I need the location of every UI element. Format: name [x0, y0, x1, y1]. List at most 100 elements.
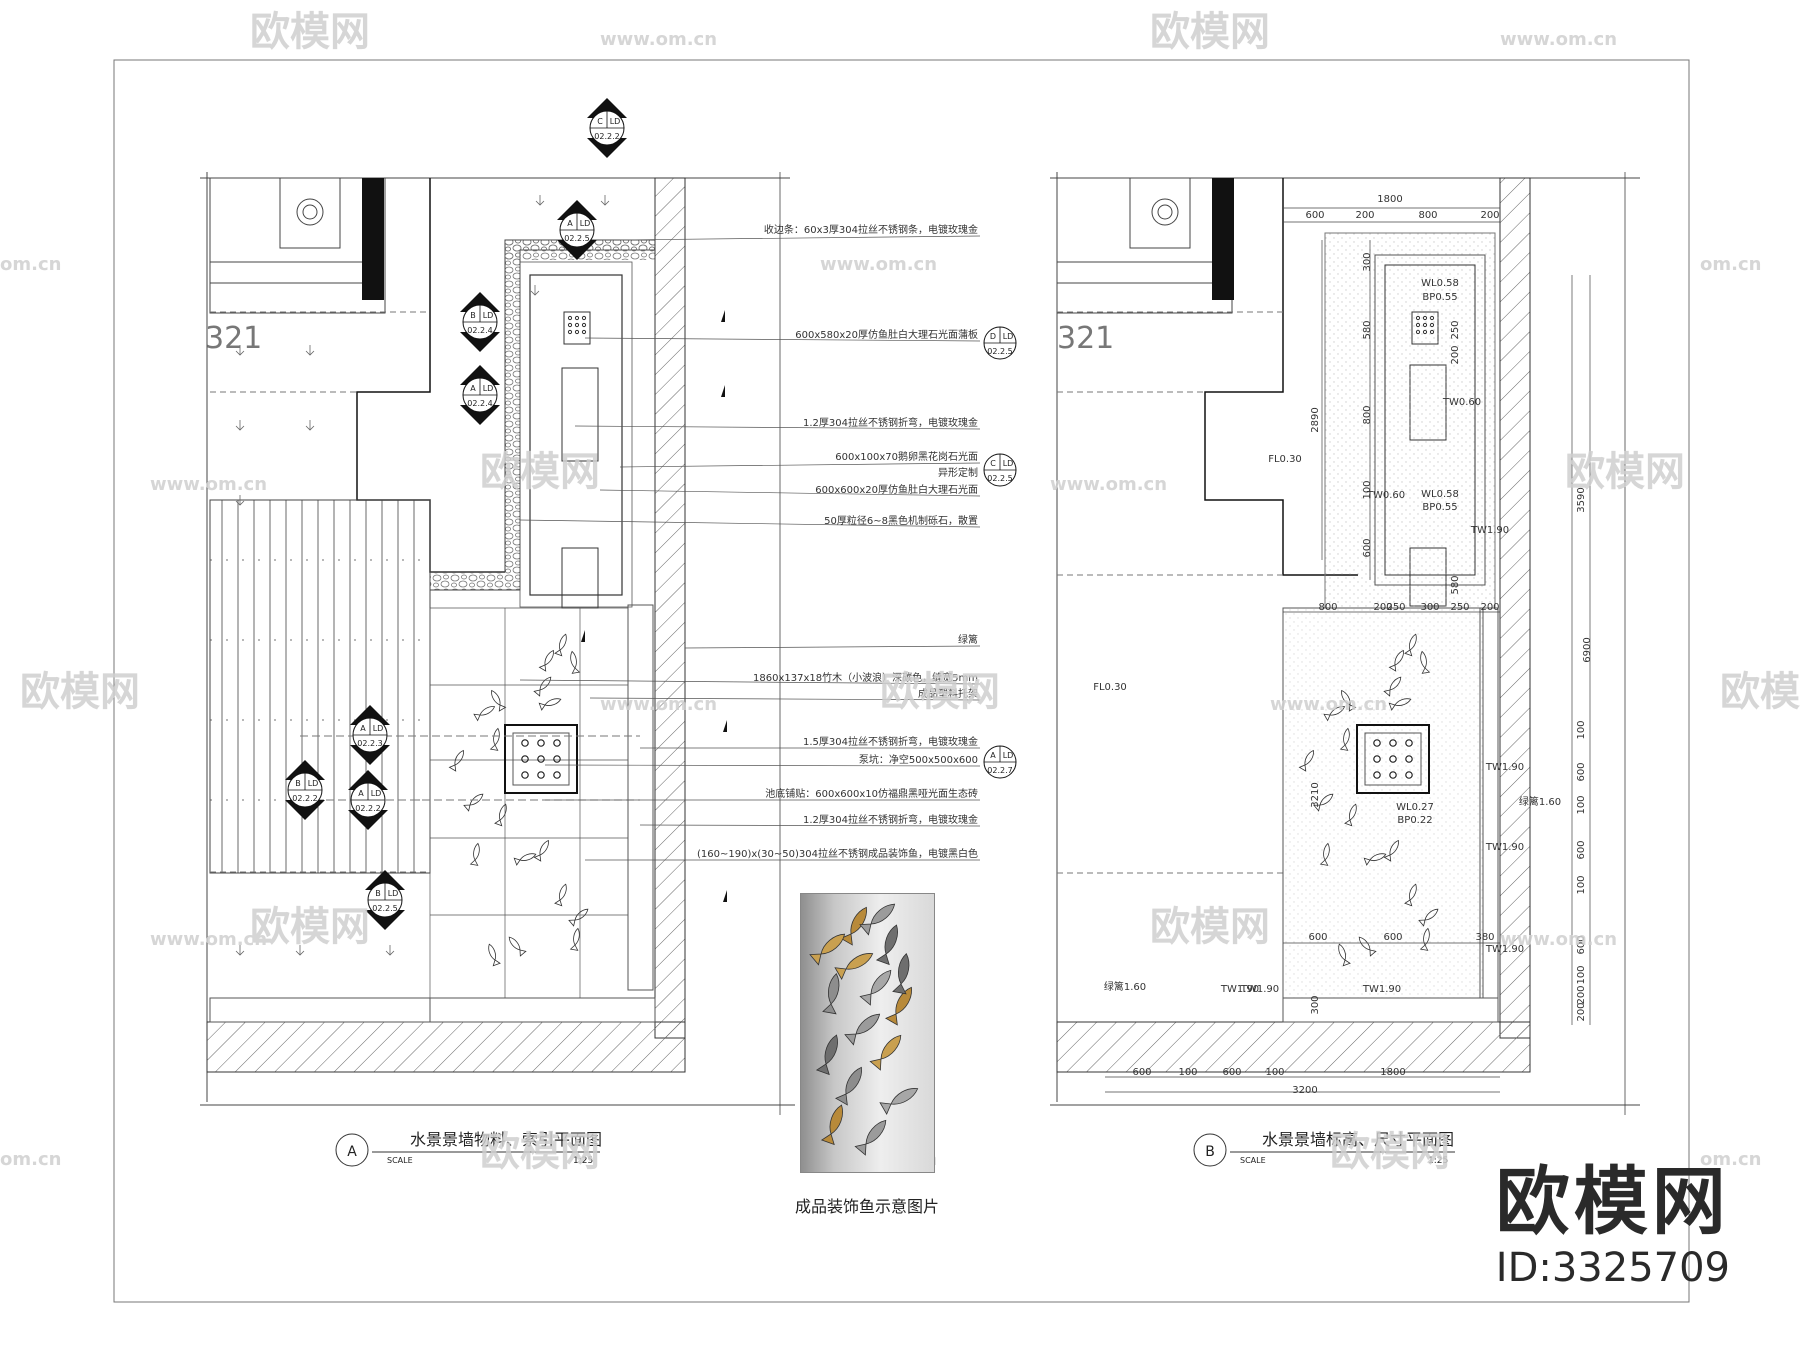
sheet-border	[113, 59, 1690, 1303]
annotation-9: 成品塑料托架	[918, 687, 978, 700]
svg-text:C: C	[990, 459, 996, 468]
svg-text:C: C	[597, 117, 603, 126]
level-2: TW0.60	[1442, 397, 1481, 408]
dim-bottom-1: 100	[1178, 1067, 1197, 1078]
watermark-site-4: www.om.cn	[1050, 474, 1167, 495]
svg-text:LD: LD	[483, 311, 494, 320]
photo-caption: 成品装饰鱼示意图片	[795, 1197, 940, 1216]
dim-top-0: 1800	[1377, 194, 1402, 205]
level-5: BP0.55	[1422, 502, 1457, 513]
watermark-brand-1: 欧模网	[1150, 9, 1270, 55]
dim-bottom-0: 600	[1132, 1067, 1151, 1078]
brand-name: 欧模网	[1495, 1159, 1730, 1245]
watermark-site-0: www.om.cn	[600, 29, 717, 50]
dim-mid-0: 800	[1318, 602, 1337, 613]
svg-text:D: D	[990, 332, 996, 341]
dim-mid-1: 200	[1373, 602, 1392, 613]
watermark-site-6: www.om.cn	[1500, 929, 1617, 950]
annotation-5: 600x600x20厚仿鱼肚白大理石光面	[815, 483, 978, 496]
svg-text:02.2.5: 02.2.5	[372, 904, 397, 913]
svg-text:B: B	[375, 889, 381, 898]
level-15: TW1.90	[1220, 984, 1259, 995]
dim-right-3: 600	[1576, 762, 1587, 781]
annotation-ref-0[interactable]: D LD 02.2.5	[983, 326, 1017, 360]
annotation-12: 池底铺贴：600x600x10仿福鼎黑哑光面生态砖	[765, 787, 978, 800]
dim-right-5: 600	[1576, 840, 1587, 859]
watermark-site-7: www.om.cn	[600, 694, 717, 715]
dim-vert-6: 600	[1362, 538, 1373, 557]
svg-text:LD: LD	[1003, 332, 1014, 341]
level-10: TW1.90	[1485, 762, 1524, 773]
svg-text:A: A	[358, 789, 364, 798]
dim-bottom-row-1: 600	[1383, 932, 1402, 943]
svg-text:LD: LD	[483, 384, 494, 393]
dim-right-2: 100	[1576, 720, 1587, 739]
dim-vert-8: 2890	[1310, 407, 1321, 432]
svg-text:B: B	[295, 779, 301, 788]
svg-text:02.2.5: 02.2.5	[564, 234, 589, 243]
dim-right-9: 200	[1576, 985, 1587, 1004]
level-14: TW1.90	[1240, 984, 1279, 995]
svg-text:02.2.5: 02.2.5	[987, 347, 1012, 356]
annotation-6: 50厚粒径6~8黑色机制砾石，散置	[824, 514, 978, 527]
section-callout-2[interactable]: B LD 02.2.4	[460, 292, 500, 352]
level-18: TW0.60	[1366, 490, 1405, 501]
svg-text:LD: LD	[1003, 459, 1014, 468]
svg-text:B: B	[470, 311, 476, 320]
dim-vert-3: 800	[1362, 405, 1373, 424]
dim-right-6: 100	[1576, 875, 1587, 894]
plan-a-badge: A	[347, 1144, 357, 1160]
dim-right-10: 200	[1576, 1002, 1587, 1021]
annotation-7: 绿篱	[958, 633, 978, 646]
dim-right-8: 100	[1576, 965, 1587, 984]
watermark-short-1: om.cn	[1700, 254, 1761, 275]
dim-bottom-row-2: 380	[1475, 932, 1494, 943]
dim-vert-7: 580	[1450, 575, 1461, 594]
watermark-brand-8: 欧模网	[1150, 904, 1270, 950]
decorative-fish-photo	[800, 893, 935, 1173]
svg-text:A: A	[360, 724, 366, 733]
svg-text:LD: LD	[580, 219, 591, 228]
annotation-4: 异形定制	[938, 466, 978, 479]
model-id: ID:3325709	[1495, 1245, 1730, 1291]
watermark-brand-2: 欧模网	[480, 449, 600, 495]
plan-a-scale-label: SCALE	[387, 1156, 413, 1165]
dim-right-4: 100	[1576, 795, 1587, 814]
watermark-site-8: www.om.cn	[1270, 694, 1387, 715]
plan-b-room-code: 321	[1057, 321, 1114, 356]
annotation-3: 600x100x70鹅卵黑花岗石光面	[835, 450, 978, 463]
plan-b-title: 水景景墙标高、尺寸平面图	[1262, 1130, 1454, 1149]
annotation-10: 1.5厚304拉丝不锈钢折弯，电镀玫瑰金	[803, 735, 978, 748]
svg-text:LD: LD	[371, 789, 382, 798]
watermark-brand-5: 欧模网	[880, 669, 1000, 715]
svg-text:LD: LD	[308, 779, 319, 788]
svg-text:02.2.3: 02.2.3	[357, 739, 382, 748]
level-12: TW1.90	[1485, 944, 1524, 955]
watermark-brand-9: 欧模网	[480, 1129, 600, 1175]
svg-text:02.2.4: 02.2.4	[467, 399, 492, 408]
svg-text:02.2.4: 02.2.4	[467, 326, 492, 335]
annotation-13: 1.2厚304拉丝不锈钢折弯，电镀玫瑰金	[803, 813, 978, 826]
dim-vert-0: 300	[1362, 252, 1373, 271]
plan-b-scale-label: SCALE	[1240, 1156, 1266, 1165]
level-7: FL0.30	[1093, 682, 1127, 693]
level-13: 绿篱1.60	[1519, 795, 1561, 808]
watermark-short-2: om.cn	[0, 1149, 61, 1170]
level-11: TW1.90	[1485, 842, 1524, 853]
watermark-brand-3: 欧模网	[1565, 449, 1685, 495]
watermark-short-0: om.cn	[0, 254, 61, 275]
dim-mid-2: 250	[1386, 602, 1405, 613]
svg-text:A: A	[990, 751, 996, 760]
plan-a-title: 水景景墙物料、索引平面图	[410, 1130, 602, 1149]
